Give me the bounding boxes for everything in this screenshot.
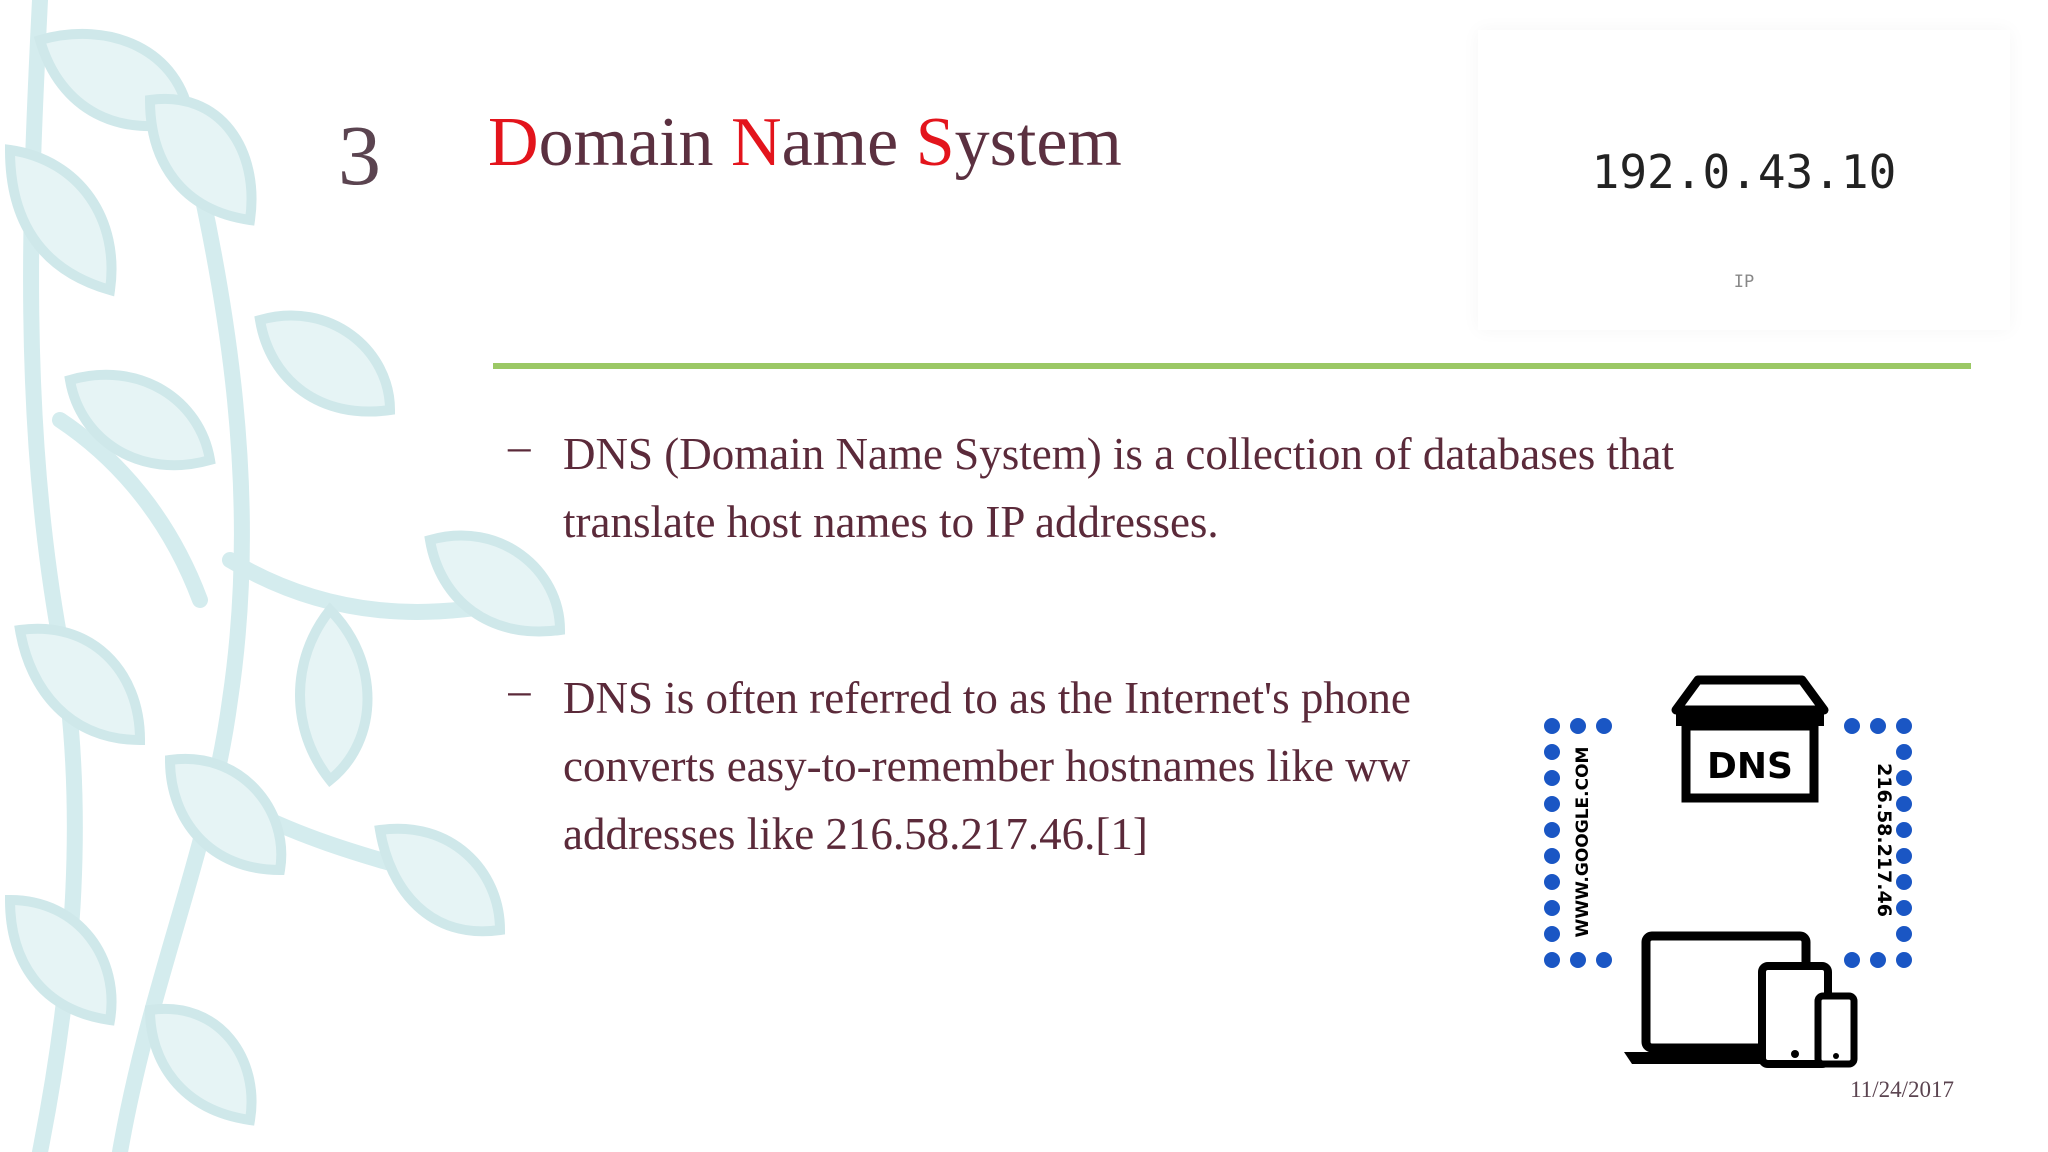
title-word-name: ame: [781, 104, 916, 181]
devices-icon: [1624, 931, 1858, 1068]
title-word-system: ystem: [954, 104, 1122, 181]
ip-address-card: 192.0.43.10 IP: [1478, 30, 2010, 330]
bullet-marker-1: –: [508, 421, 531, 471]
bullet-2-line-2: converts easy-to-remember hostnames like…: [563, 741, 1411, 791]
title-divider: [493, 363, 1971, 369]
bullet-2-line-1: DNS is often referred to as the Internet…: [563, 673, 1411, 723]
slide-title: Domain Name System: [488, 108, 1122, 178]
hostname-label: WWW.GOOGLE.COM: [1573, 747, 1593, 938]
ip-label-rotated: 216.58.217.46: [1873, 763, 1895, 917]
slide-number: 3: [338, 107, 381, 203]
server-box-icon: [1671, 675, 1829, 803]
bullet-1-line-2: translate host names to IP addresses.: [563, 497, 1219, 547]
bullet-text-1: DNS (Domain Name System) is a collection…: [563, 420, 1674, 556]
title-initial-d: D: [488, 104, 539, 181]
title-initial-s: S: [915, 104, 955, 181]
dns-diagram-graphic: DNS WWW.GOOGLE.COM 216.58.217.46: [1544, 675, 1912, 1068]
title-initial-n: N: [731, 104, 782, 181]
title-word-domain: omain: [538, 104, 732, 181]
dotted-border-dots: [1544, 718, 1912, 968]
bullet-text-2: DNS is often referred to as the Internet…: [563, 664, 1523, 868]
bullet-2-line-3: addresses like 216.58.217.46.[1]: [563, 809, 1148, 859]
bullet-marker-2: –: [508, 665, 531, 715]
bullet-1-line-1: DNS (Domain Name System) is a collection…: [563, 429, 1674, 479]
dns-box-label: DNS: [1707, 746, 1793, 787]
dns-diagram: DNS WWW.GOOGLE.COM 216.58.217.46: [1512, 654, 1952, 1090]
ip-address-value: 192.0.43.10: [1591, 145, 1897, 199]
ip-address-label: IP: [1733, 272, 1755, 292]
slide-date: 11/24/2017: [1850, 1077, 1954, 1102]
decorative-leaf-background: [4, 0, 566, 1152]
